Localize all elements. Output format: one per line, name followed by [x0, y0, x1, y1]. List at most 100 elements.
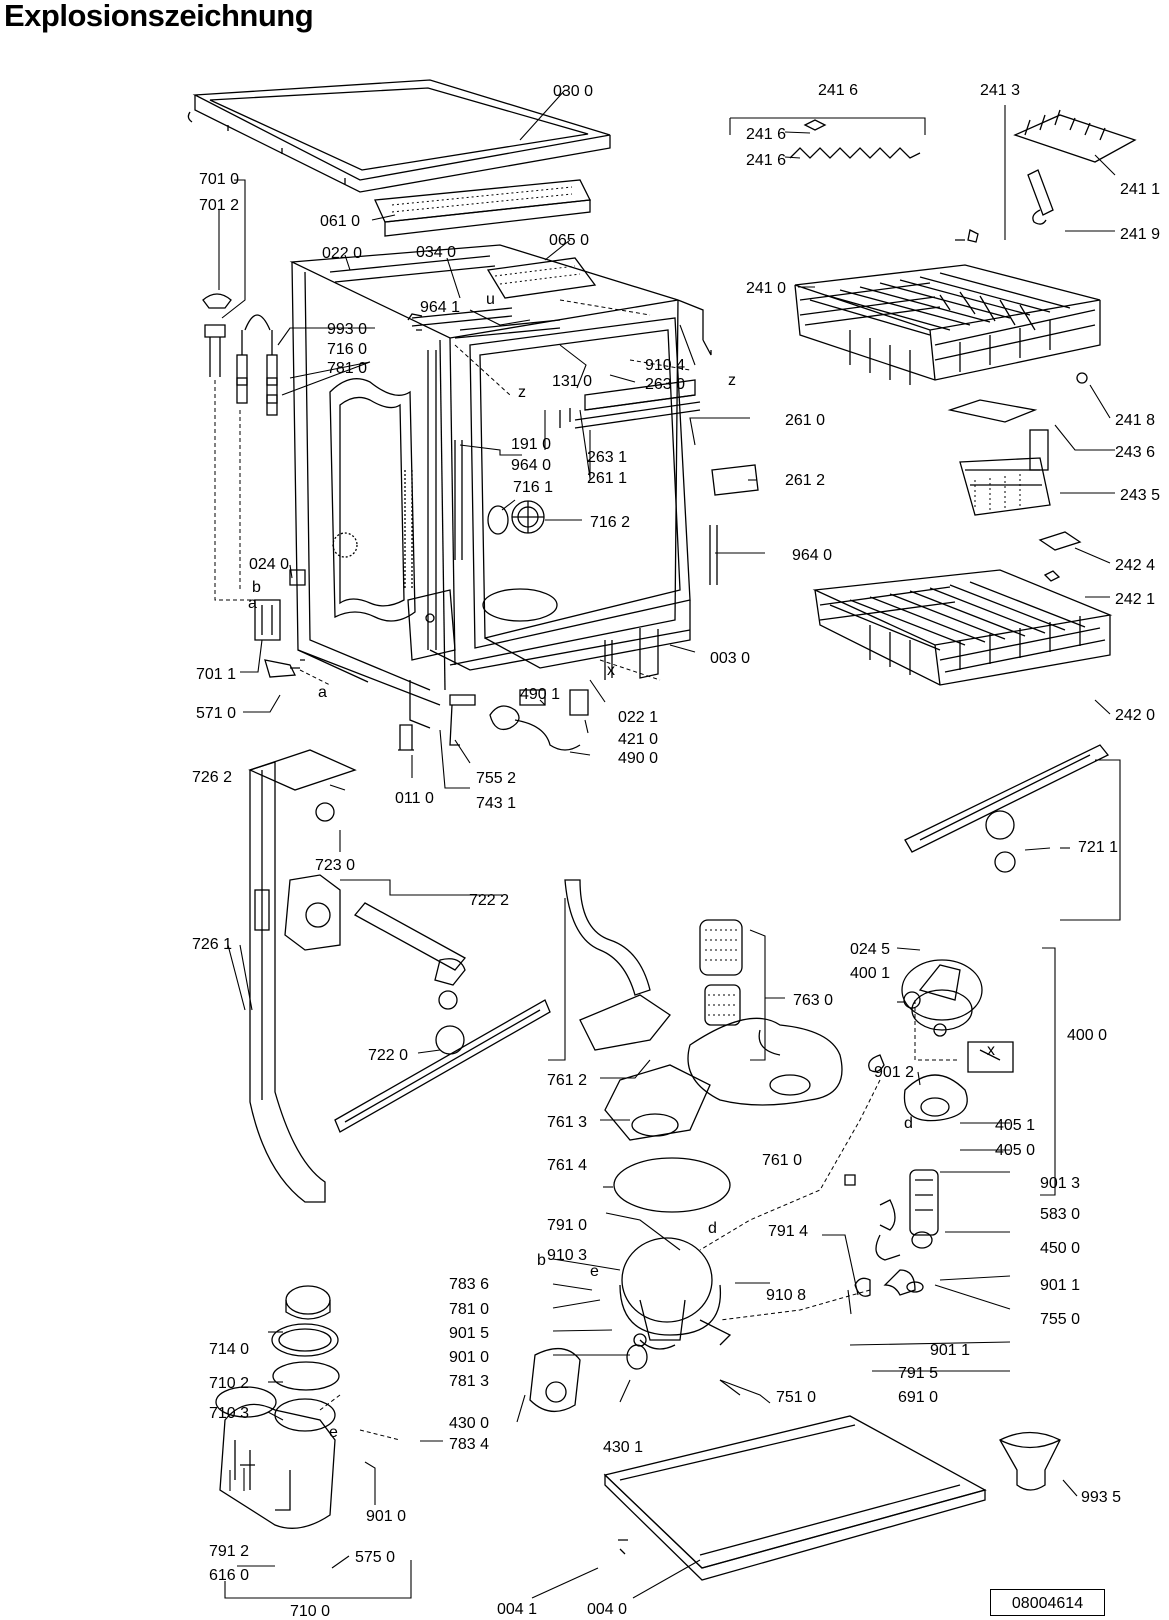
letter-x1: x: [607, 662, 615, 679]
inlet-valve-group: [202, 293, 331, 686]
cup-shelf: [955, 109, 1137, 243]
part-label-261-2: 261 2: [785, 472, 825, 489]
part-label-701-0: 701 0: [199, 171, 239, 188]
part-label-131-0: 131 0: [552, 373, 592, 390]
spray-tube-assembly: [248, 749, 357, 1203]
page-title: Explosionszeichnung: [4, 0, 314, 33]
connection-lines: [319, 1000, 960, 1441]
part-label-726-2: 726 2: [192, 769, 232, 786]
part-label-910-3: 910 3: [547, 1247, 587, 1264]
cabinet-frame: [289, 244, 759, 729]
letter-b1: b: [252, 579, 261, 596]
part-label-964-1: 964 1: [420, 299, 460, 316]
part-label-751-0: 751 0: [776, 1389, 816, 1406]
letter-a1: a: [248, 595, 257, 612]
part-label-901-3: 901 3: [1040, 1175, 1080, 1192]
letter-b2: b: [537, 1252, 546, 1269]
letter-z2: z: [728, 372, 736, 389]
worktop-cover: [187, 79, 611, 193]
part-label-993-0: 993 0: [327, 321, 367, 338]
part-label-701-1: 701 1: [196, 666, 236, 683]
control-panel-strip: [374, 179, 591, 237]
part-label-405-0: 405 0: [995, 1142, 1035, 1159]
lower-rack: [812, 569, 1113, 686]
filter-cylinder: [699, 919, 743, 1026]
part-label-716-0: 716 0: [327, 341, 367, 358]
upper-spray-arm: [904, 744, 1110, 873]
sump-seal-ring: [613, 1157, 731, 1213]
sump-housing: [619, 1237, 732, 1350]
part-label-241-3: 241 3: [980, 82, 1020, 99]
letter-a2: a: [318, 684, 327, 701]
fine-filter: [687, 1017, 843, 1106]
letter-d1: d: [904, 1115, 913, 1132]
part-label-400-0: 400 0: [1067, 1027, 1107, 1044]
part-label-964-0-b: 964 0: [792, 547, 832, 564]
part-label-024-0: 024 0: [249, 556, 289, 573]
part-label-191-0: 191 0: [511, 436, 551, 453]
upper-rack: [794, 264, 1101, 385]
cutlery-basket: [947, 399, 1051, 516]
part-label-241-9: 241 9: [1120, 226, 1160, 243]
part-label-616-0: 616 0: [209, 1567, 249, 1584]
part-label-716-2: 716 2: [590, 514, 630, 531]
part-label-583-0: 583 0: [1040, 1206, 1080, 1223]
part-label-783-4: 783 4: [449, 1436, 489, 1453]
part-label-691-0: 691 0: [898, 1389, 938, 1406]
part-label-761-2: 761 2: [547, 1072, 587, 1089]
part-label-241-0: 241 0: [746, 280, 786, 297]
part-label-761-3: 761 3: [547, 1114, 587, 1131]
part-label-022-0: 022 0: [322, 245, 362, 262]
part-label-243-6: 243 6: [1115, 444, 1155, 461]
part-label-761-0: 761 0: [762, 1152, 802, 1169]
part-label-901-1-b: 901 1: [930, 1342, 970, 1359]
part-label-755-2: 755 2: [476, 770, 516, 787]
salt-funnel: [999, 1431, 1061, 1491]
part-label-022-1: 022 1: [618, 709, 658, 726]
water-pipe: [564, 879, 651, 996]
part-label-781-0-b: 781 0: [449, 1301, 489, 1318]
part-label-261-0: 261 0: [785, 412, 825, 429]
part-label-450-0: 450 0: [1040, 1240, 1080, 1257]
part-label-011-0: 011 0: [395, 790, 434, 807]
part-label-901-2: 901 2: [874, 1064, 914, 1081]
hinge-bracket: [398, 694, 476, 751]
letter-e2: e: [329, 1424, 338, 1441]
part-label-241-6-b: 241 6: [746, 152, 786, 169]
part-label-030-0: 030 0: [553, 83, 593, 100]
letter-u: u: [486, 291, 495, 308]
part-label-716-1: 716 1: [513, 479, 553, 496]
part-label-004-1: 004 1: [497, 1601, 537, 1618]
part-label-791-2: 791 2: [209, 1543, 249, 1560]
part-label-721-1: 721 1: [1078, 839, 1118, 856]
part-label-993-5: 993 5: [1081, 1489, 1121, 1506]
part-label-710-3: 710 3: [209, 1405, 249, 1422]
part-label-722-0: 722 0: [368, 1047, 408, 1064]
drain-pump: [529, 1344, 648, 1412]
base-tray: [603, 1415, 987, 1581]
part-label-490-1: 490 1: [520, 686, 560, 703]
part-label-421-0: 421 0: [618, 731, 658, 748]
part-label-755-0: 755 0: [1040, 1311, 1080, 1328]
heater-assembly: [875, 1169, 939, 1261]
letter-d2: d: [708, 1220, 717, 1237]
part-label-743-1: 743 1: [476, 795, 516, 812]
reference-letters: a b a x z z x d d e b e u: [248, 291, 995, 1441]
part-label-571-0: 571 0: [196, 705, 236, 722]
part-label-761-4: 761 4: [547, 1157, 587, 1174]
part-label-910-8: 910 8: [766, 1287, 806, 1304]
letter-x2: x: [987, 1042, 995, 1059]
part-label-242-4: 242 4: [1115, 557, 1155, 574]
part-label-004-0: 004 0: [587, 1601, 627, 1618]
water-softener: [215, 1285, 340, 1529]
part-label-791-5: 791 5: [898, 1365, 938, 1382]
part-label-034-0: 034 0: [416, 244, 456, 261]
rack-rail-springs: [789, 119, 921, 159]
part-label-242-0: 242 0: [1115, 707, 1155, 724]
part-label-781-3: 781 3: [449, 1373, 489, 1390]
lower-spray-arm: [334, 902, 551, 1133]
part-label-490-0: 490 0: [618, 750, 658, 767]
part-label-575-0: 575 0: [355, 1549, 395, 1566]
part-label-261-1: 261 1: [587, 470, 627, 487]
part-label-430-1: 430 1: [603, 1439, 643, 1456]
